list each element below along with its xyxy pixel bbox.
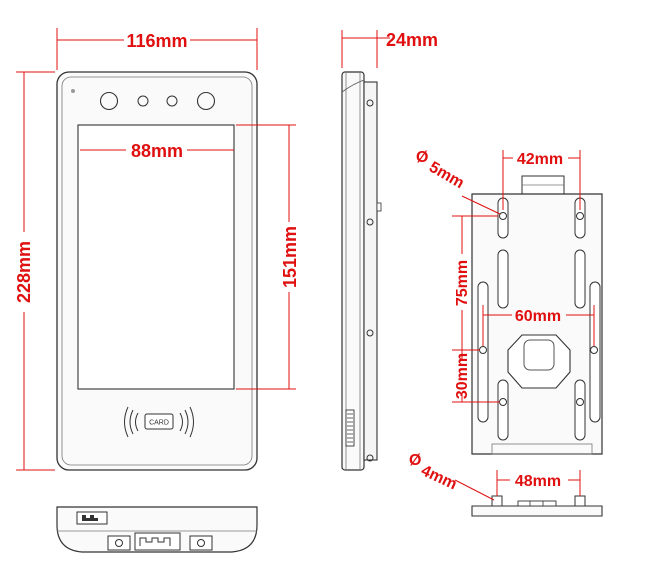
indicator-dot <box>71 89 75 93</box>
device-bezel <box>61 76 253 466</box>
bottom-spacing-label: 48mm <box>515 473 561 490</box>
mid-spacing-label: 60mm <box>515 308 561 325</box>
screen-width-label: 88mm <box>131 141 183 161</box>
diameter-symbol: Ø <box>416 149 428 166</box>
hole-diameter-label: 5mm <box>426 159 467 192</box>
width-dimension-label: 116mm <box>126 31 187 51</box>
mounting-plate <box>471 175 603 455</box>
camera-left-icon <box>99 91 119 111</box>
cable-cutout <box>507 334 571 389</box>
screen-height-label: 151mm <box>280 226 300 288</box>
front-dimensions <box>16 28 296 471</box>
display-screen <box>77 124 235 390</box>
card-label: CARD <box>149 420 169 427</box>
camera-right-icon <box>196 91 216 111</box>
height-dimension-label: 228mm <box>14 241 34 303</box>
card-reader-icon: CARD <box>124 406 194 438</box>
front-view: CARD <box>56 71 258 471</box>
depth-dimension-label: 24mm <box>386 30 438 50</box>
bottom-view <box>56 506 258 553</box>
mount-hole-mid-right <box>590 346 598 354</box>
connector-icon <box>107 535 131 551</box>
lower-spacing-label: 30mm <box>454 353 471 399</box>
sensor-right-icon <box>166 95 178 107</box>
side-vent-icon <box>345 409 355 447</box>
mount-hole-mid-left <box>479 346 487 354</box>
sensor-left-icon <box>137 95 149 107</box>
bottom-hole-diameter-label: 4mm <box>418 462 459 493</box>
power-port-icon <box>189 535 213 551</box>
plate-bottom-view <box>471 495 603 517</box>
mount-hole-low-right <box>576 398 584 406</box>
mount-hole-top-left <box>499 212 507 220</box>
plate-dimensions <box>452 150 595 501</box>
diameter-symbol-bottom: Ø <box>409 452 421 469</box>
side-view <box>341 71 382 471</box>
vertical-spacing-label: 75mm <box>454 260 471 306</box>
mount-hole-top-right <box>576 212 584 220</box>
mount-hole-low-left <box>499 398 507 406</box>
top-spacing-label: 42mm <box>517 151 563 168</box>
side-dimensions <box>341 30 390 68</box>
